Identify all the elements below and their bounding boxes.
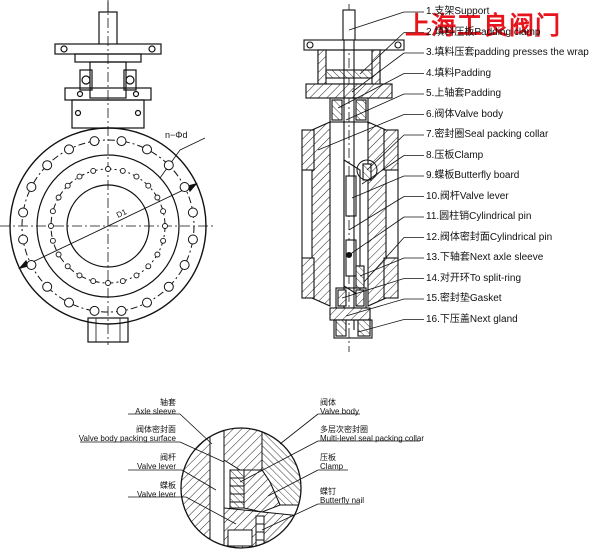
detail-right-en-1: Valve body xyxy=(320,407,359,416)
detail-right-cn-3: 压板 xyxy=(320,453,336,462)
part-label-12: 12.阀体密封面Cylindrical pin xyxy=(426,231,553,243)
detail-right-cn-4: 蝶钉 xyxy=(320,487,336,496)
detail-left-en-2: Valve body packing surface xyxy=(78,434,176,443)
detail-right-en-3: Clamp xyxy=(320,462,344,471)
bolt-hole xyxy=(142,297,152,308)
inner-bolt-hole xyxy=(160,208,167,215)
bolt-hole xyxy=(64,144,74,155)
part-label-16: 16.下压盖Next gland xyxy=(426,313,518,325)
bolt-hole xyxy=(142,144,152,155)
inner-bolt-hole xyxy=(119,167,126,174)
inner-bolt-hole xyxy=(64,263,71,270)
inner-bolt-hole xyxy=(55,251,62,258)
part-label-15: 15.密封垫Gasket xyxy=(426,293,502,304)
brand-title: 上海工良阀门 xyxy=(405,11,562,40)
part-label-3: 3.填料压套padding presses the wrap xyxy=(426,47,589,58)
inner-bolt-hole xyxy=(90,167,97,174)
detail-left-cn-1: 轴套 xyxy=(160,398,176,407)
bolt-hole xyxy=(163,160,174,171)
part-label-7: 7.密封圈Seal packing collar xyxy=(426,129,549,140)
inner-bolt-hole xyxy=(154,251,161,258)
leader-line xyxy=(361,155,405,185)
bolt-hole xyxy=(18,207,29,218)
leader-line xyxy=(366,134,405,171)
inner-bolt-hole xyxy=(76,173,83,180)
detail-left-en-4: Valve lever xyxy=(137,490,176,499)
detail-right-cn-1: 阀体 xyxy=(320,398,336,407)
leader-line xyxy=(317,114,405,151)
part-label-11: 11.圆柱销Cylindrical pin xyxy=(426,211,532,222)
part-label-1: 1.支架Support xyxy=(426,6,490,17)
inner-bolt-hole xyxy=(55,194,62,201)
bolt-hole xyxy=(42,160,53,171)
detail-left-cn-4: 蝶板 xyxy=(160,481,176,490)
leader-line xyxy=(351,52,405,93)
detail-right-en-2: Multi-level seal packing collar xyxy=(320,434,425,443)
flange-note: n−Φd xyxy=(165,130,187,140)
inner-bolt-hole xyxy=(64,182,71,189)
leader-line xyxy=(337,73,405,109)
diameter-label: D1 xyxy=(115,207,129,220)
leader-line xyxy=(348,196,405,231)
detail-right-en-4: Butterfly nail xyxy=(320,496,365,505)
inner-bolt-hole xyxy=(48,223,54,229)
detail-left-en-3: Valve lever xyxy=(137,462,176,471)
detail-left-cn-2: 阀体密封面 xyxy=(136,425,176,434)
leader-line xyxy=(348,216,405,256)
inner-bolt-hole xyxy=(154,194,161,201)
bolt-hole xyxy=(179,182,190,192)
leader-line xyxy=(348,11,405,31)
part-label-13: 13.下轴套Next axle sleeve xyxy=(426,252,544,263)
section-view xyxy=(301,4,405,352)
leader-line xyxy=(341,278,405,299)
part-label-5: 5.上轴套Padding xyxy=(426,88,502,99)
bolt-hole xyxy=(179,260,190,270)
inner-bolt-hole xyxy=(160,237,167,244)
inner-bolt-hole xyxy=(133,173,140,180)
inner-bolt-hole xyxy=(76,272,83,279)
detail-right-cn-2: 多层次密封圈 xyxy=(320,425,368,434)
inner-bolt-hole xyxy=(49,208,56,215)
inner-bolt-hole xyxy=(119,278,126,285)
leader-line xyxy=(345,93,405,121)
leader-line xyxy=(363,237,405,283)
part-label-2: 2.填料压板Padding clamp xyxy=(426,26,541,38)
leader-line xyxy=(359,32,405,75)
inner-bolt-hole xyxy=(145,182,152,189)
bolt-hole xyxy=(64,297,74,308)
leader-line xyxy=(351,175,405,199)
bolt-hole xyxy=(26,182,37,192)
bolt-hole xyxy=(116,305,127,316)
bolt-hole xyxy=(116,136,127,147)
bolt-hole xyxy=(26,260,37,270)
detail-left-en-1: Axle sleeve xyxy=(135,407,176,416)
inner-bolt-hole xyxy=(105,280,111,286)
part-label-9: 9.蝶板Butterfly board xyxy=(426,170,520,181)
bolt-hole xyxy=(89,136,100,147)
inner-bolt-hole xyxy=(162,223,168,229)
front-view xyxy=(0,0,216,345)
part-label-10: 10.阀杆Valve lever xyxy=(426,190,509,202)
part-label-14: 14.对开环To split-ring xyxy=(426,272,522,284)
part-label-6: 6.阀体Valve body xyxy=(426,108,504,120)
part-label-4: 4.填料Padding xyxy=(426,67,492,79)
inner-bolt-hole xyxy=(105,166,111,172)
part-label-8: 8.压板Clamp xyxy=(426,149,484,161)
inner-bolt-hole xyxy=(49,237,56,244)
leader-line xyxy=(359,257,405,277)
leader-line xyxy=(345,298,405,317)
inner-bolt-hole xyxy=(90,278,97,285)
bolt-hole xyxy=(89,305,100,316)
bolt-hole xyxy=(18,234,29,245)
inner-bolt-hole xyxy=(145,263,152,270)
bolt-hole xyxy=(187,207,198,218)
detail-left-cn-3: 阀杆 xyxy=(160,453,176,462)
inner-bolt-hole xyxy=(133,272,140,279)
bolt-hole xyxy=(163,281,174,292)
detail-view xyxy=(180,427,302,549)
bolt-hole xyxy=(187,234,198,245)
bolt-hole xyxy=(42,281,53,292)
leader-line xyxy=(357,319,405,333)
